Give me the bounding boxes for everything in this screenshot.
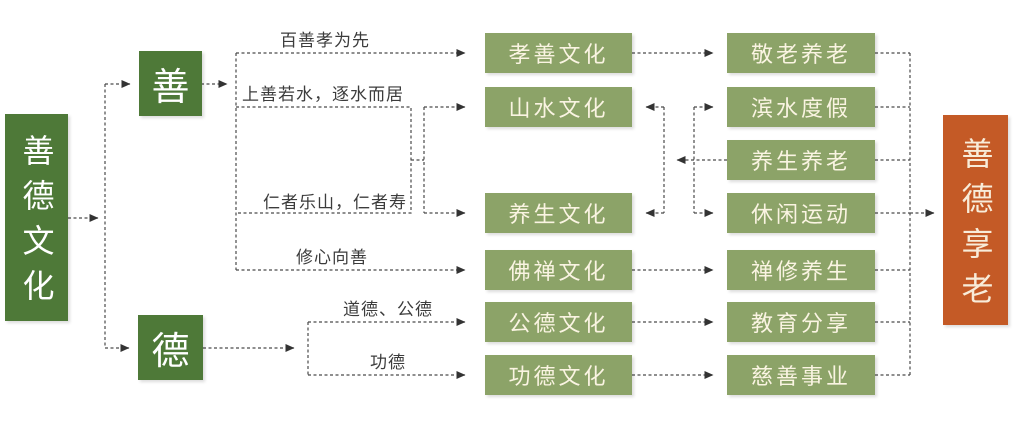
- node-zen-wellness: 禅修养生: [727, 250, 875, 290]
- node-landscape-culture: 山水文化: [485, 87, 632, 127]
- node-branch-shan: 善: [139, 51, 202, 116]
- edge-label-merit: 功德: [370, 353, 406, 373]
- node-sink-shande-enjoy-aging: 善德享老: [943, 115, 1008, 325]
- node-waterfront-vacation: 滨水度假: [727, 87, 875, 127]
- node-respect-elderly-care: 敬老养老: [727, 33, 875, 73]
- node-wellness-retirement: 养生养老: [727, 140, 875, 180]
- node-leisure-sports: 休闲运动: [727, 193, 875, 233]
- node-merit-culture: 功德文化: [485, 355, 632, 395]
- edge-label-mountain: 仁者乐山，仁者寿: [263, 193, 407, 213]
- node-wellness-culture: 养生文化: [485, 193, 632, 233]
- node-root-shande-culture: 善德文化: [5, 114, 68, 321]
- node-branch-de: 德: [138, 315, 203, 380]
- edge-label-public-virtue: 道德、公德: [343, 300, 433, 320]
- node-charity-cause: 慈善事业: [727, 355, 875, 395]
- node-filial-piety-culture: 孝善文化: [485, 33, 632, 73]
- node-education-sharing: 教育分享: [727, 302, 875, 342]
- edge-label-water: 上善若水，逐水而居: [242, 85, 404, 105]
- edge-label-filial: 百善孝为先: [280, 31, 370, 51]
- node-public-virtue-culture: 公德文化: [485, 302, 632, 342]
- edge-label-mind: 修心向善: [296, 248, 368, 268]
- node-buddhist-zen-culture: 佛禅文化: [485, 250, 632, 290]
